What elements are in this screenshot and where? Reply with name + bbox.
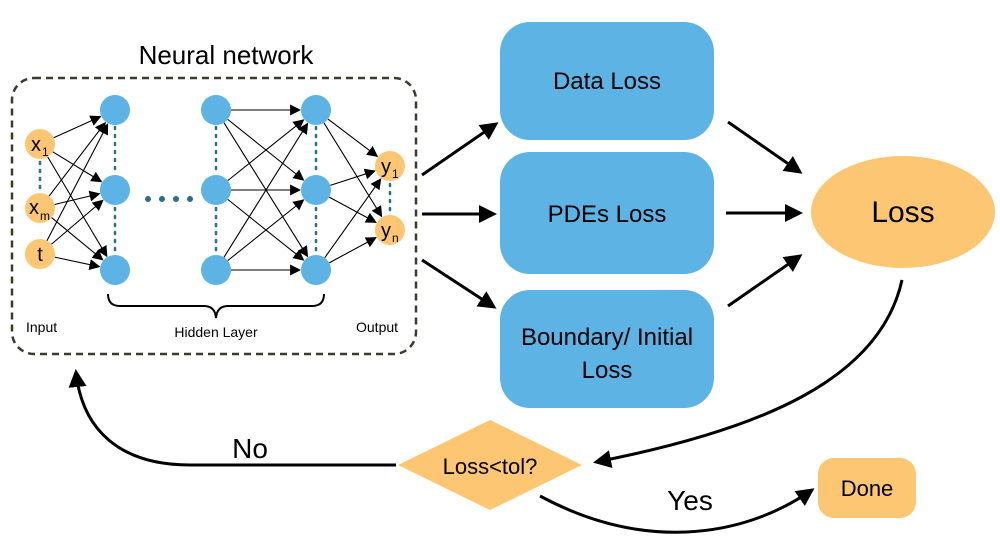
svg-text:m: m — [40, 209, 50, 223]
svg-text:Boundary/ Initial: Boundary/ Initial — [521, 324, 693, 351]
hidden-node — [301, 95, 331, 125]
no-label: No — [232, 433, 268, 464]
hidden-node — [201, 95, 231, 125]
output-node-y1: y 1 — [375, 151, 405, 181]
boundary-initial-loss-box: Boundary/ Initial Loss — [500, 290, 714, 408]
hidden-node — [100, 95, 130, 125]
output-label: Output — [356, 319, 398, 335]
network-edge — [223, 122, 309, 258]
network-edge — [227, 199, 305, 262]
network-edge — [51, 217, 104, 261]
arrow-data-to-loss — [727, 120, 803, 174]
network-edge — [323, 122, 383, 218]
input-label: Input — [26, 319, 57, 335]
input-node-xm: x m — [25, 193, 55, 223]
hidden-node — [301, 255, 331, 285]
arrow-no-to-network — [68, 369, 396, 467]
neural-network-panel: Neural network x 1 — [10, 40, 418, 356]
hidden-node — [201, 175, 231, 205]
network-edge — [328, 237, 377, 264]
svg-text:Loss: Loss — [871, 196, 934, 229]
network-edge — [53, 115, 102, 139]
svg-text:y: y — [381, 220, 391, 242]
network-edge — [47, 156, 108, 258]
svg-text:y: y — [381, 156, 391, 178]
svg-text:PDEs Loss: PDEs Loss — [548, 201, 667, 228]
hidden-layer-ellipsis — [145, 196, 193, 202]
network-edge — [328, 196, 377, 223]
pde-loss-box: PDEs Loss — [500, 152, 714, 274]
svg-text:Loss<tol?: Loss<tol? — [443, 454, 538, 479]
hidden-node — [100, 175, 130, 205]
input-node-x1: x 1 — [25, 129, 55, 159]
network-edge — [54, 256, 101, 270]
arrow-boundary-to-loss — [727, 254, 803, 308]
arrow-yes-to-done — [539, 488, 815, 534]
network-edge — [330, 168, 376, 186]
network-edge — [227, 119, 305, 182]
svg-text:n: n — [392, 231, 399, 245]
total-loss-node: Loss — [811, 156, 995, 268]
input-node-t: t — [25, 239, 55, 269]
network-edge — [46, 123, 109, 241]
yes-label: Yes — [667, 485, 713, 516]
column-ellipsis — [38, 125, 392, 258]
network-edge — [52, 151, 103, 183]
done-node: Done — [818, 458, 916, 518]
network-edge — [324, 178, 382, 259]
output-node-yn: y n — [375, 215, 405, 245]
network-edge — [327, 118, 379, 158]
svg-text:1: 1 — [42, 145, 49, 159]
network-connections — [46, 104, 383, 276]
svg-text:1: 1 — [392, 167, 399, 181]
arrow-loss-to-decision — [593, 279, 904, 468]
hidden-node — [301, 175, 331, 205]
arrow-to-boundary-loss — [421, 258, 497, 309]
hidden-node — [201, 255, 231, 285]
svg-text:x: x — [29, 197, 39, 219]
svg-text:Data Loss: Data Loss — [553, 68, 661, 95]
svg-text:t: t — [37, 244, 43, 266]
svg-text:x: x — [31, 134, 41, 156]
network-dashed-border — [10, 76, 418, 356]
hidden-nodes — [100, 95, 331, 285]
tolerance-decision: Loss<tol? — [398, 420, 582, 510]
network-title: Neural network — [139, 40, 315, 70]
svg-text:Done: Done — [841, 476, 894, 501]
hidden-layer-brace — [107, 293, 325, 319]
data-loss-box: Data Loss — [500, 22, 714, 140]
svg-text:Loss: Loss — [582, 357, 633, 384]
network-edge — [54, 190, 101, 206]
network-edge — [51, 199, 104, 245]
arrow-to-data-loss — [421, 122, 499, 177]
network-edge — [48, 121, 106, 197]
hidden-node — [100, 255, 130, 285]
hidden-layer-label: Hidden Layer — [174, 324, 258, 340]
